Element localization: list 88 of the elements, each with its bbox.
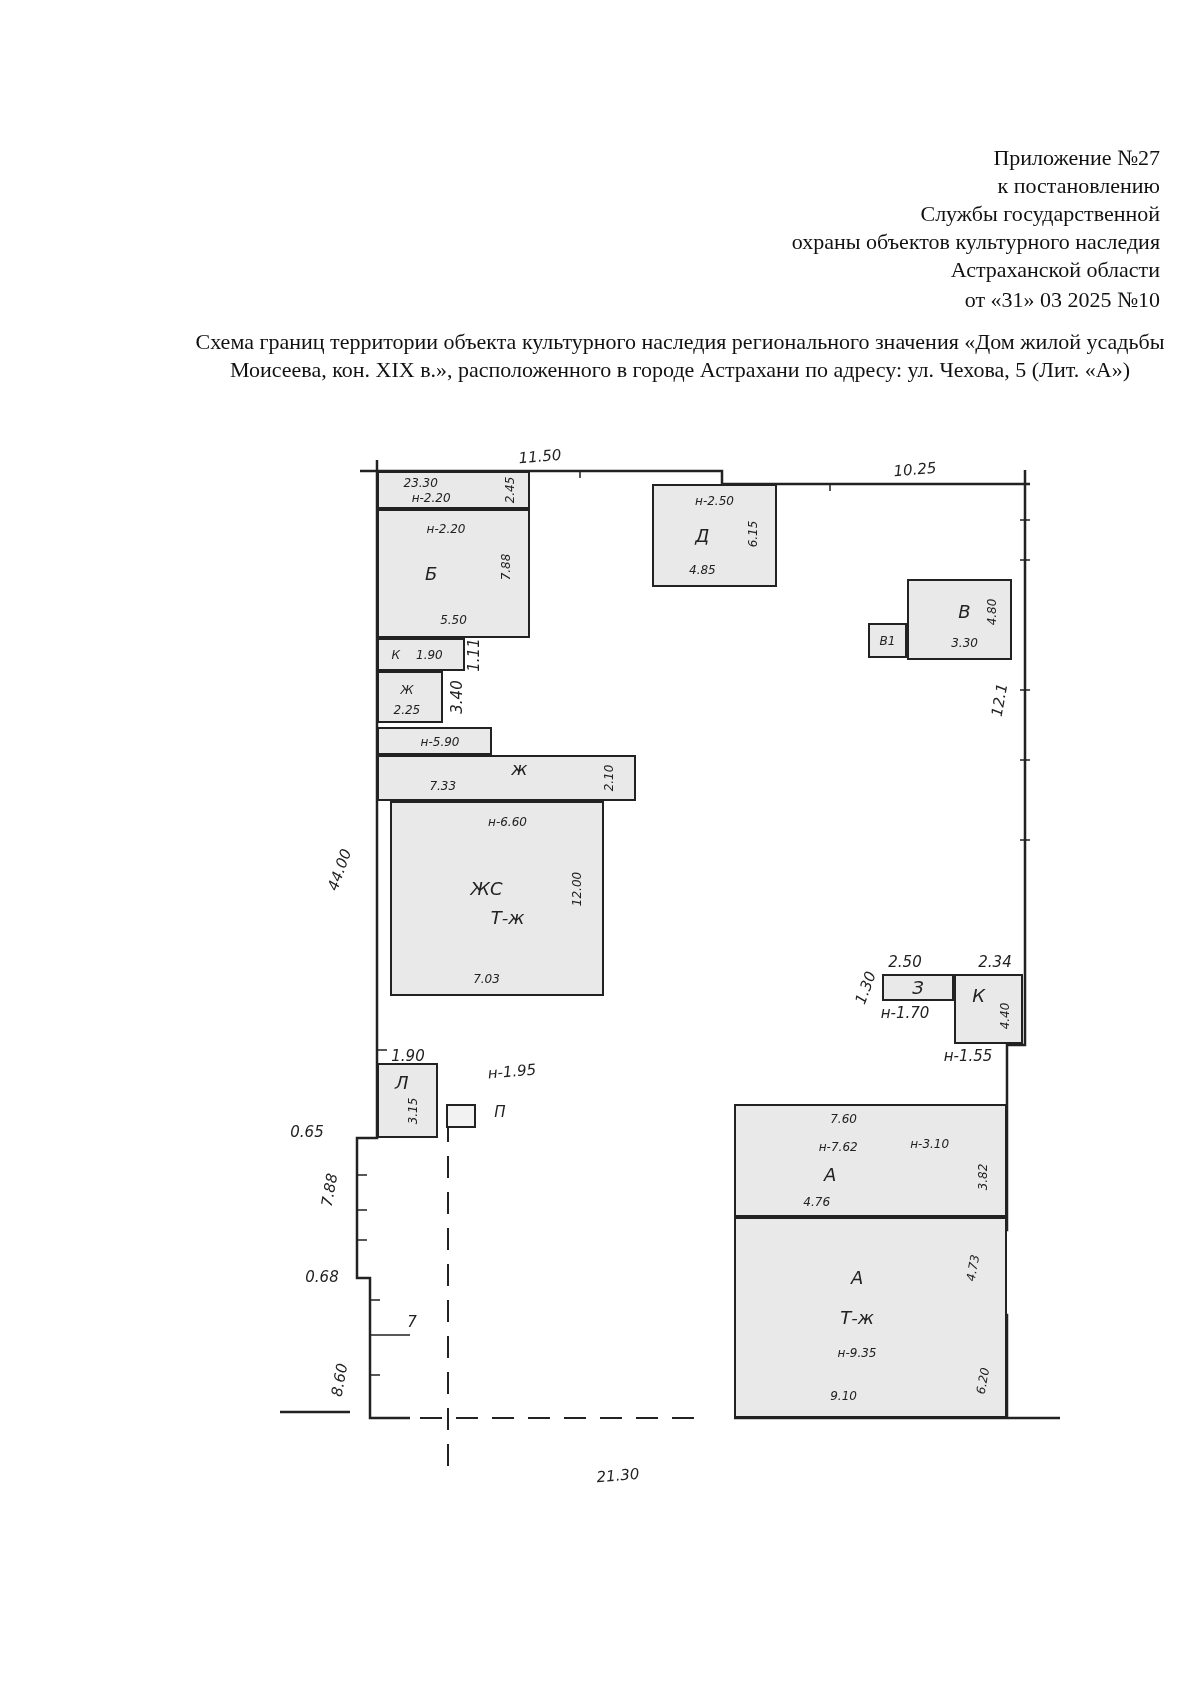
building-letter: З bbox=[912, 978, 924, 997]
dimension-text: 0.68 bbox=[305, 1269, 339, 1285]
building-outline bbox=[652, 484, 777, 587]
dimension-text: 3.82 bbox=[977, 1163, 990, 1191]
dimension-text: н-3.10 bbox=[910, 1138, 950, 1151]
document-header-line: Астраханской области bbox=[950, 257, 1160, 283]
building-outline bbox=[377, 727, 492, 755]
dimension-text: 7.03 bbox=[473, 972, 500, 985]
dimension-text: н-7.62 bbox=[818, 1141, 858, 1154]
building-outline bbox=[734, 1217, 1007, 1418]
dimension-text: 4.80 bbox=[985, 598, 998, 626]
dimension-text: н-1.95 bbox=[487, 1062, 537, 1082]
building-letter: П bbox=[494, 1104, 506, 1120]
dimension-text: 2.34 bbox=[978, 954, 1012, 970]
building-outline bbox=[377, 509, 530, 638]
building-outline bbox=[377, 1063, 438, 1138]
document-header-line: охраны объектов культурного наследия bbox=[791, 229, 1160, 255]
document-header-line: Службы государственной bbox=[920, 201, 1160, 227]
dimension-text: 5.50 bbox=[440, 613, 467, 626]
dimension-text: 4.76 bbox=[803, 1195, 831, 1208]
document-header-line: к постановлению bbox=[997, 173, 1160, 199]
document-header-line: Приложение №27 bbox=[993, 145, 1160, 171]
building-letter: А bbox=[850, 1269, 864, 1288]
building-outline bbox=[377, 755, 636, 801]
dimension-text: 12.1 bbox=[989, 682, 1011, 718]
dimension-text: 44.00 bbox=[325, 847, 355, 893]
dimension-text: 4.40 bbox=[998, 1002, 1011, 1029]
dimension-text: В1 bbox=[879, 634, 896, 647]
building-outline bbox=[377, 638, 465, 671]
building-letter: Т-ж bbox=[840, 1308, 874, 1327]
dimension-text: 8.60 bbox=[329, 1362, 351, 1398]
dimension-text: 1.90 bbox=[416, 648, 443, 661]
dimension-text: н-6.60 bbox=[488, 816, 527, 829]
dimension-text: 3.15 bbox=[407, 1097, 420, 1125]
dimension-text: К bbox=[391, 648, 401, 661]
building-letter: К bbox=[972, 986, 986, 1005]
dimension-text: 7 bbox=[407, 1314, 417, 1330]
building-letter: В bbox=[958, 602, 971, 621]
dimension-text: 6.15 bbox=[747, 520, 760, 547]
dimension-text: 9.10 bbox=[830, 1390, 857, 1403]
building-outline bbox=[882, 974, 954, 1001]
dimension-text: 2.50 bbox=[888, 954, 922, 970]
building-letter: ж bbox=[511, 759, 528, 778]
dimension-text: 21.30 bbox=[595, 1466, 641, 1486]
dimension-text: 11.50 bbox=[517, 447, 563, 467]
document-header-line: от «31» 03 2025 №10 bbox=[964, 287, 1160, 313]
dimension-text: 3.40 bbox=[449, 680, 465, 714]
building-letter: ЖС bbox=[470, 879, 503, 898]
building-outline bbox=[868, 623, 907, 658]
building-letter: Т-ж bbox=[490, 908, 525, 927]
dimension-text: 7.88 bbox=[499, 553, 512, 581]
dimension-text: н-5.90 bbox=[420, 736, 460, 749]
dimension-text: 12.00 bbox=[570, 871, 583, 907]
dimension-text: 7.88 bbox=[319, 1172, 341, 1208]
dimension-text: н-2.20 bbox=[411, 492, 451, 505]
dimension-text: 4.73 bbox=[964, 1254, 981, 1283]
building-outline bbox=[907, 579, 1012, 660]
plan-title: Схема границ территории объекта культурного наследия регионального значения «Дом жилой усадьбы Моисеева, кон. XIX в.», расположенного в городе Астрахани по адресу: ул. Чехова, 5 (Лит. «А») bbox=[194, 328, 1166, 383]
dimension-text: 3.30 bbox=[951, 636, 978, 649]
dimension-text: 2.25 bbox=[393, 704, 421, 717]
dimension-text: н-2.20 bbox=[426, 522, 466, 535]
dimension-text: Ж bbox=[400, 683, 414, 696]
dimension-text: н-9.35 bbox=[837, 1346, 877, 1359]
dimension-text: н-1.55 bbox=[943, 1048, 993, 1064]
dimension-text: 7.33 bbox=[429, 780, 457, 793]
building-outline bbox=[734, 1104, 1007, 1217]
dimension-text: 1.90 bbox=[391, 1048, 425, 1064]
building-letter: Л bbox=[395, 1073, 409, 1092]
dimension-text: 2.10 bbox=[602, 764, 615, 792]
dimension-text: 23.30 bbox=[403, 476, 438, 489]
dimension-text: 1.11 bbox=[466, 638, 482, 672]
dimension-text: н-2.50 bbox=[695, 494, 734, 507]
dimension-text: 7.60 bbox=[830, 1113, 857, 1126]
building-outline bbox=[377, 471, 530, 509]
outbuilding-outline bbox=[446, 1104, 476, 1128]
dimension-text: н-1.70 bbox=[880, 1005, 930, 1021]
dimension-text: 2.45 bbox=[504, 476, 517, 504]
building-letter: А bbox=[824, 1165, 837, 1184]
dimension-text: 0.65 bbox=[290, 1124, 324, 1140]
dimension-text: 4.85 bbox=[689, 564, 716, 577]
building-letter: Б bbox=[424, 564, 438, 583]
building-letter: Д bbox=[695, 526, 710, 545]
building-outline bbox=[390, 801, 604, 996]
building-outline bbox=[377, 671, 443, 723]
building-outline bbox=[954, 974, 1023, 1044]
dimension-text: 1.30 bbox=[853, 969, 879, 1007]
dimension-text: 6.20 bbox=[975, 1366, 992, 1395]
dimension-text: 10.25 bbox=[892, 460, 938, 480]
